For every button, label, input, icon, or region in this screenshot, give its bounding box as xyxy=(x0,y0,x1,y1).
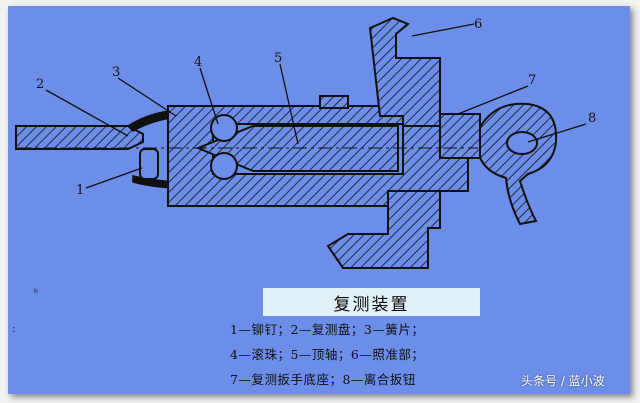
callout-4: 4 xyxy=(194,55,202,70)
mechanism-drawing: 2 3 4 5 6 7 8 1 xyxy=(15,16,596,269)
callout-7: 7 xyxy=(528,73,536,88)
legend-line-3: 7—复测扳手底座；8—离合扳钮 xyxy=(230,372,416,387)
callout-8: 8 xyxy=(588,111,596,126)
callout-1: 1 xyxy=(76,183,84,198)
top-nut xyxy=(319,95,349,109)
ball-upper xyxy=(210,114,238,142)
callout-6: 6 xyxy=(474,17,482,32)
diagram-title: 复测装置 xyxy=(263,288,480,316)
wrench-base xyxy=(439,113,481,159)
lower-flange xyxy=(326,190,441,269)
scan-mark: : xyxy=(12,324,16,335)
clutch-knob xyxy=(477,102,558,226)
legend-line-1: 1—铆钉；2—复测盘；3—簧片； xyxy=(230,322,425,337)
alidade xyxy=(368,16,441,127)
watermark: 头条号 / 蓝小波 xyxy=(521,374,605,388)
callout-3: 3 xyxy=(112,65,120,80)
diagram-frame: 2 3 4 5 6 7 8 1 复测装置 1—铆钉；2—复测盘；3—簧片； 4—… xyxy=(8,6,630,394)
scan-mark: ᵇ xyxy=(34,288,39,299)
legend-line-2: 4—滚珠；5—顶轴；6—照准部； xyxy=(230,347,425,362)
rivet xyxy=(139,148,159,180)
leader-lines xyxy=(45,23,587,189)
callout-2: 2 xyxy=(36,77,44,92)
reset-plate xyxy=(15,125,144,150)
clutch-knob-hole xyxy=(506,131,538,155)
callout-5: 5 xyxy=(274,51,282,66)
ball-lower xyxy=(210,152,238,180)
